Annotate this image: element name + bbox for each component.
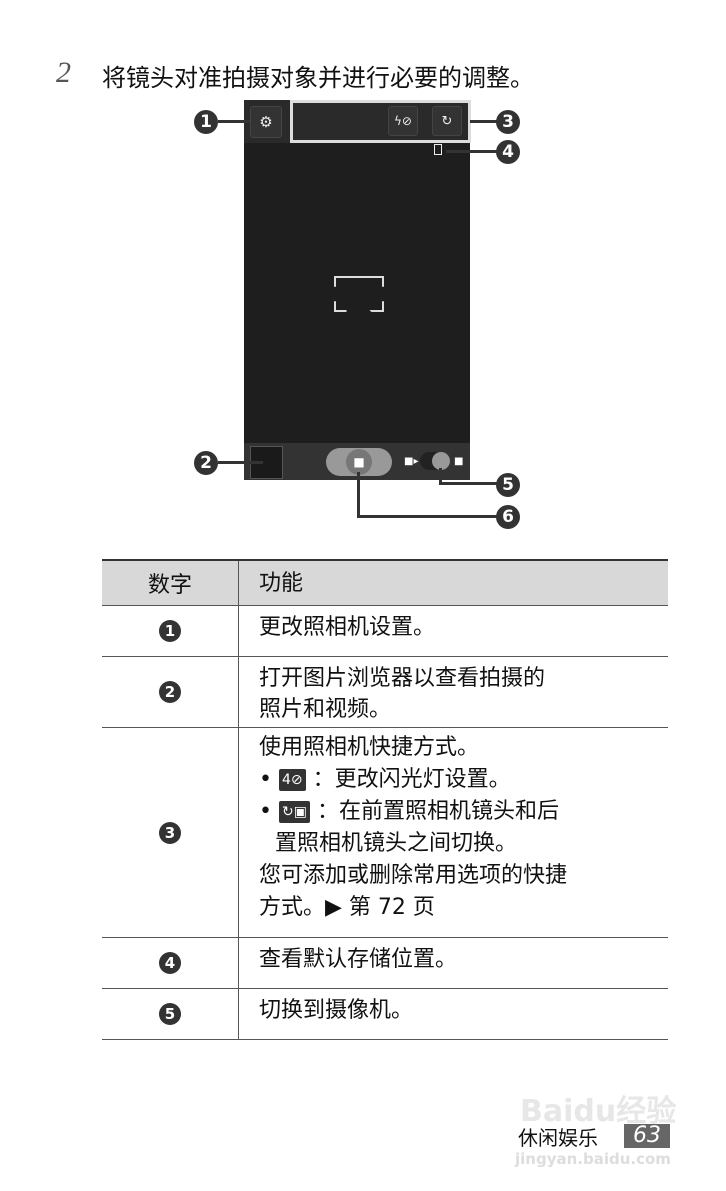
camera-switch-icon: ↻▣ (278, 801, 310, 823)
table-row: 4 查看默认存储位置。 (102, 938, 668, 989)
focus-frame (334, 276, 384, 312)
watermark-logo: Baidu经验 (520, 1094, 677, 1129)
camera-icon: ■ (346, 449, 372, 475)
row-number: 4 (159, 952, 181, 974)
callout-line (218, 120, 250, 123)
bullet-text: ：在前置照相机镜头和后 (316, 799, 559, 824)
mode-switch[interactable] (420, 452, 450, 470)
bullet-text: ：更改闪光灯设置。 (312, 767, 511, 792)
row-text: 更改照相机设置。 (259, 615, 436, 640)
callout-2: 2 (194, 451, 218, 475)
video-camera-icon: ■▸ (404, 456, 419, 467)
bullet-item: • 4⊘ ：更改闪光灯设置。 (259, 767, 511, 792)
callout-line (218, 461, 263, 464)
callout-line (470, 120, 498, 123)
row-text: 照片和视频。 (259, 697, 392, 722)
row-text: 您可添加或删除常用选项的快捷 (259, 863, 568, 888)
camera-switch-icon[interactable]: ↻ (432, 106, 462, 136)
step-number: 2 (56, 56, 71, 89)
row-text: 切换到摄像机。 (259, 998, 414, 1023)
page-reference: 方式。▶ 第 72 页 (259, 895, 435, 920)
row-text: 使用照相机快捷方式。 (259, 735, 480, 760)
callout-1: 1 (194, 110, 218, 134)
bullet-item: • ↻▣ ：在前置照相机镜头和后 (259, 799, 559, 824)
callout-6: 6 (496, 505, 520, 529)
shutter-button[interactable]: ■ (326, 448, 392, 476)
row-text: 查看默认存储位置。 (259, 947, 458, 972)
section-name: 休闲娱乐 (518, 1126, 598, 1150)
callout-5: 5 (496, 473, 520, 497)
shortcut-area (290, 100, 471, 143)
switch-knob[interactable] (432, 452, 450, 470)
row-text: 打开图片浏览器以查看拍摄的 (259, 666, 546, 691)
callout-line (357, 472, 500, 518)
row-number: 5 (159, 1003, 181, 1025)
page-number: 63 (624, 1124, 670, 1148)
step-text: 将镜头对准拍摄对象并进行必要的调整。 (102, 64, 534, 92)
table-row: 3 使用照相机快捷方式。 • 4⊘ ：更改闪光灯设置。 • ↻▣ ：在前置照相机… (102, 728, 668, 938)
watermark-url: jingyan.baidu.com (515, 1150, 671, 1168)
header-number: 数字 (102, 561, 239, 605)
camera-screen: ⚙ ϟ⊘ ↻ ■ ■▸ ■ (244, 100, 471, 480)
function-table: 数字 功能 1 更改照相机设置。 2 打开图片浏览器以查看拍摄的照片和视频。 3… (102, 559, 668, 1040)
table-row: 5 切换到摄像机。 (102, 989, 668, 1040)
flash-off-icon: 4⊘ (278, 769, 306, 791)
bullet-text: 置照相机镜头之间切换。 (275, 831, 518, 856)
row-number: 3 (159, 821, 181, 844)
header-function: 功能 (259, 570, 304, 596)
gear-icon[interactable]: ⚙ (250, 106, 282, 138)
table-row: 2 打开图片浏览器以查看拍摄的照片和视频。 (102, 657, 668, 728)
phone-storage-icon (434, 144, 442, 155)
callout-line (446, 150, 498, 153)
table-row: 1 更改照相机设置。 (102, 606, 668, 657)
flash-off-icon[interactable]: ϟ⊘ (388, 106, 418, 136)
callout-4: 4 (496, 140, 520, 164)
row-number: 1 (159, 620, 181, 642)
callout-3: 3 (496, 110, 520, 134)
table-header: 数字 功能 (102, 561, 668, 606)
callout-line (439, 468, 500, 485)
row-number: 2 (159, 681, 181, 703)
camera-icon: ■ (454, 456, 464, 467)
